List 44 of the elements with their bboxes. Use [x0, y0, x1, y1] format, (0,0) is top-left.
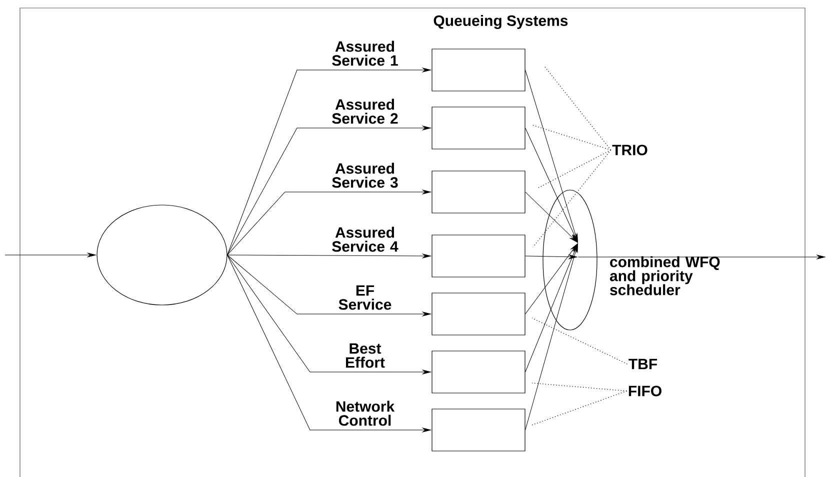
queue-box [432, 292, 526, 336]
edge-label: Best Effort [346, 343, 385, 368]
leader-line [532, 390, 628, 426]
arrow [525, 244, 578, 430]
queue-box [432, 106, 526, 150]
side-label: combined WFQ and priority scheduler [610, 256, 720, 296]
heading: Queueing Systems [434, 14, 568, 30]
arrow [227, 190, 431, 256]
edge-label: Assured Service 2 [332, 98, 398, 124]
leader-line [532, 318, 628, 364]
classifier-ellipse [96, 204, 228, 306]
leader-label: FIFO [628, 386, 662, 396]
arrow [525, 70, 578, 242]
leader-line [532, 124, 612, 150]
arrow [227, 254, 431, 258]
arrow [525, 128, 578, 242]
arrow [525, 244, 578, 314]
edge-label: Assured Service 1 [332, 40, 398, 66]
arrow [227, 254, 431, 316]
arrow [525, 244, 578, 372]
queue-box [432, 234, 526, 278]
arrow [4, 252, 96, 258]
arrow [227, 254, 431, 374]
leader-line [532, 382, 628, 392]
queue-box [432, 170, 526, 214]
queue-box [432, 408, 526, 452]
leader-line [532, 150, 612, 248]
leader-label: TBF [628, 358, 658, 370]
arrow [525, 192, 578, 243]
scheduler-ellipse [542, 190, 598, 330]
edge-label: Assured Service 4 [332, 226, 398, 252]
queue-box [432, 48, 526, 92]
arrow [227, 126, 431, 256]
arrow [227, 68, 431, 256]
leader-line [544, 66, 612, 150]
edge-label: EF Service [338, 285, 392, 310]
leader-line [538, 150, 612, 188]
edge-label: Network Control [336, 400, 395, 426]
arrow [227, 254, 431, 432]
edge-label: Assured Service 3 [332, 162, 398, 188]
arrow [525, 254, 578, 260]
queue-box [432, 350, 526, 394]
leader-label: TRIO [612, 144, 648, 156]
arrow [578, 254, 826, 260]
